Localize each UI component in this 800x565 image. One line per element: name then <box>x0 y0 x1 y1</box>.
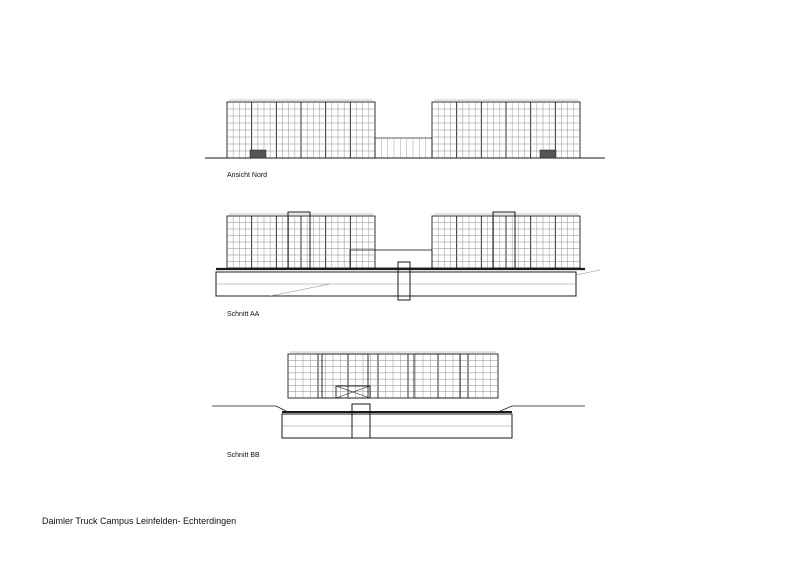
core-west <box>287 211 311 269</box>
drawing-caption: Daimler Truck Campus Leinfelden- Echterd… <box>42 516 237 526</box>
shaft-bb <box>351 403 371 439</box>
core-east <box>492 211 516 269</box>
atrium-link <box>349 249 433 269</box>
section-aa <box>215 211 601 301</box>
label-ansicht-nord: Ansicht Nord <box>227 172 268 179</box>
elevation-north <box>205 99 605 159</box>
building-west-facade <box>226 99 376 159</box>
section-bb-block <box>287 351 499 399</box>
label-schnitt-bb: Schnitt BB <box>227 452 260 459</box>
entrance-west <box>249 149 267 159</box>
section-bb <box>212 351 585 439</box>
ramp <box>269 283 331 297</box>
entrance-east <box>539 149 557 159</box>
section-aa-west-block <box>226 213 376 269</box>
section-bb-bridge <box>335 385 371 399</box>
section-bb-bay-1 <box>321 353 369 399</box>
building-east-facade <box>431 99 581 159</box>
connecting-link <box>374 137 433 159</box>
section-aa-east-block <box>431 213 581 269</box>
label-schnitt-aa: Schnitt AA <box>227 311 260 318</box>
shaft-aa <box>397 261 411 301</box>
terrain-aa <box>575 269 601 276</box>
section-bb-bay-2 <box>413 353 461 399</box>
